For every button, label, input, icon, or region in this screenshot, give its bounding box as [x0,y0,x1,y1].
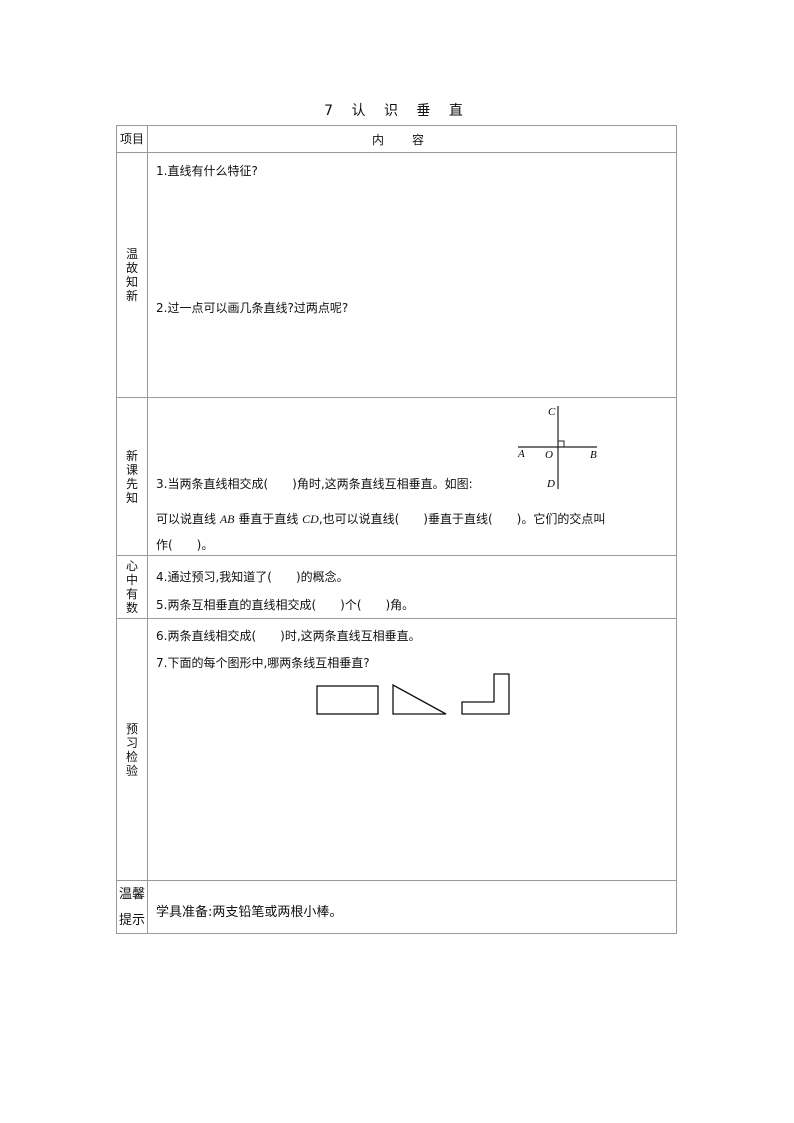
section-content: 1.直线有什么特征? 2.过一点可以画几条直线?过两点呢? [148,153,676,397]
label-a: A [517,448,525,460]
l-shape [461,673,510,715]
question-4: 4.通过预习,我知道了( )的概念。 [156,570,349,584]
section-new-lesson: 新课先知 C A O B D 3.当两条直线相交成( )角时,这两条直线互相垂直… [117,398,676,556]
section-review: 温故知新 1.直线有什么特征? 2.过一点可以画几条直线?过两点呢? [117,153,676,398]
line-cd-label: CD [302,512,319,526]
question-7: 7.下面的每个图形中,哪两条线互相垂直? [156,656,370,670]
section-label-preview-check: 预习检验 [117,619,148,880]
question-6: 6.两条直线相交成( )时,这两条直线互相垂直。 [156,629,421,643]
section-content: 6.两条直线相交成( )时,这两条直线互相垂直。 7.下面的每个图形中,哪两条线… [148,619,676,880]
label-d: D [546,478,555,490]
line-ab-label: AB [219,512,235,526]
text-fragment: ,也可以说直线( )垂直于直线( )。它们的交点叫 [318,512,606,526]
text-fragment: 可以说直线 [156,512,220,526]
header-content-label: 内容 [148,126,676,152]
header-item-label: 项目 [117,126,148,152]
header-content-text: 内容 [371,132,452,147]
rectangle-shape [316,685,379,715]
label-b: B [590,449,597,461]
shape-figures [316,673,510,715]
label-c: C [548,406,556,418]
section-label-text: 心中有数 [126,559,139,615]
section-label-text: 新课先知 [126,448,139,505]
section-content: 4.通过预习,我知道了( )的概念。 5.两条互相垂直的直线相交成( )个( )… [148,556,676,618]
text-fragment: 垂直于直线 [234,512,303,526]
section-label-text: 预习检验 [126,721,139,778]
question-3-end: 作( )。 [156,538,214,552]
section-label-review: 温故知新 [117,153,148,397]
perpendicular-lines-diagram: C A O B D [517,406,597,490]
table-header-row: 项目 内容 [117,126,676,153]
question-3-continued: 可以说直线 AB 垂直于直线 CD,也可以说直线( )垂直于直线( )。它们的交… [156,510,605,527]
section-understanding: 心中有数 4.通过预习,我知道了( )的概念。 5.两条互相垂直的直线相交成( … [117,556,676,619]
question-1: 1.直线有什么特征? [156,164,258,178]
question-5: 5.两条互相垂直的直线相交成( )个( )角。 [156,598,415,612]
right-triangle-shape [392,683,447,715]
tip-text: 学具准备:两支铅笔或两根小棒。 [156,905,343,920]
section-content: C A O B D 3.当两条直线相交成( )角时,这两条直线互相垂直。如图: … [148,398,676,555]
page-title: 7 认 识 垂 直 [324,103,470,119]
tips-label-line1: 温馨 [118,886,145,902]
section-label-understanding: 心中有数 [117,556,148,618]
worksheet-table: 项目 内容 温故知新 1.直线有什么特征? 2.过一点可以画几条直线?过两点呢?… [116,125,677,934]
section-label-text: 温故知新 [126,247,139,303]
section-label-new-lesson: 新课先知 [117,398,148,555]
tips-label-line2: 提示 [118,912,145,928]
question-2: 2.过一点可以画几条直线?过两点呢? [156,301,349,315]
question-3: 3.当两条直线相交成( )角时,这两条直线互相垂直。如图: [156,477,473,491]
section-preview-check: 预习检验 6.两条直线相交成( )时,这两条直线互相垂直。 7.下面的每个图形中… [117,619,676,881]
label-o: O [545,449,553,461]
section-tips: 温馨 提示 学具准备:两支铅笔或两根小棒。 [117,881,676,934]
section-content: 学具准备:两支铅笔或两根小棒。 [148,881,676,934]
section-label-tips: 温馨 提示 [117,881,148,934]
